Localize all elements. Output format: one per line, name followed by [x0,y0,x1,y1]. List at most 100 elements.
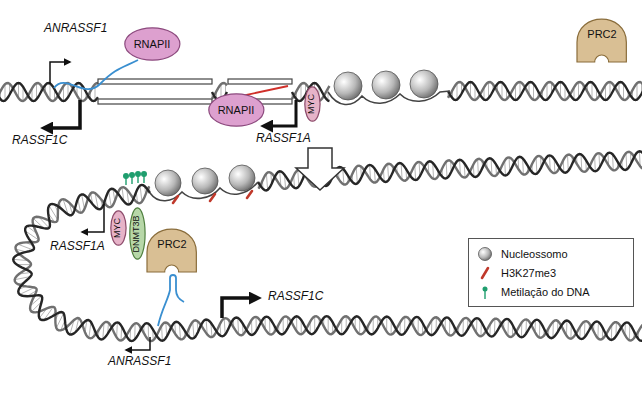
promoter-arrow [44,100,80,128]
base-pair [502,82,503,98]
oval-shape [110,211,125,245]
legend-row: Metilação do DNA [475,282,627,301]
node-label: MYC [113,218,123,238]
node-outline [576,17,627,63]
protein-oval: RNAPII [124,27,181,61]
nucleosome [229,165,255,191]
base-pair [457,83,458,99]
oval-shape [208,94,263,126]
base-pair [328,317,329,333]
dna-strand [13,185,642,341]
protein-complex: PRC2 [576,17,627,63]
legend-swatch [475,265,495,281]
promoter-arrow [264,100,296,126]
gene-label: RASSF1C [268,290,323,303]
base-pair [50,83,51,99]
dna-strand [228,79,292,84]
base-pair [597,322,599,338]
base-pair [5,84,6,100]
lncrna-strand [54,60,138,89]
legend-box: NucleossomoH3K27me3Metilação do DNA [468,238,634,307]
protein-oval: RNAPII [208,93,265,127]
base-pair [592,82,593,98]
base-pair [301,84,302,100]
protein-oval: MYC [110,210,127,246]
h3k27me3-mark [247,191,252,198]
node-label: DNMT3B [132,215,142,252]
helix-segment [0,83,98,101]
base-pair [298,170,299,186]
dna-strand [98,79,212,84]
node-label: PRC2 [157,238,186,250]
legend-swatch [475,246,495,262]
base-pair [536,157,538,173]
complex-shape [577,19,626,62]
node-label: MYC [307,94,317,114]
base-pair [283,318,284,334]
promoter-arrow [222,298,258,318]
complex-shape [147,229,196,272]
base-pair [109,191,112,207]
promoter-arrow [126,337,150,350]
nucleosome [192,168,218,194]
node-label: RNAPII [134,38,171,50]
legend-row: Nucleossomo [475,244,627,263]
nucleosome [410,70,438,98]
dna-strand [448,82,642,100]
base-pair [224,318,225,334]
methylation-pins [124,172,147,185]
base-pair [18,244,33,250]
base-pair [89,322,91,338]
gene-label: RASSF1A [256,132,311,145]
transition-arrow [296,148,344,190]
lncrna-hairpin [158,275,184,326]
base-pair [446,162,448,178]
base-pair [637,83,638,99]
gene-label: RASSF1A [50,240,105,253]
base-pair [507,319,508,335]
nucleosome [155,170,181,196]
legend-row: H3K27me3 [475,263,627,282]
dna-helix [0,82,642,341]
dna-strand [0,83,98,101]
base-pair [418,317,419,333]
promoter-arrow [50,62,70,84]
node-label: PRC2 [587,28,616,40]
legend-text: H3K27me3 [501,267,556,279]
dna-strand [448,82,642,100]
base-pair [49,206,58,220]
h3k27me3-mark [173,196,178,203]
node-label: RNAPII [218,104,255,116]
legend-swatch [475,284,495,300]
base-pair [193,322,194,338]
gene-label: ANRASSF1 [44,22,107,35]
h3k27me3-mark [210,194,215,201]
base-pair [356,167,357,183]
gene-label: RASSF1C [12,134,67,147]
helix-segment [448,82,642,100]
base-pair [140,185,142,201]
nucleosome [334,72,362,100]
dna-strand [0,83,98,101]
promoter-arrow [82,204,104,232]
base-pair [388,164,389,180]
legend-text: Metilação do DNA [501,286,590,298]
base-pair [266,174,267,190]
oval-shape [124,28,179,60]
base-pair [373,318,374,334]
base-pair [547,83,548,99]
helix-segment [13,185,642,341]
protein-oval: DNMT3B [129,207,146,260]
dna-strand [98,99,212,104]
node-outline [146,227,197,273]
base-pair [626,153,628,169]
nucleosome [372,71,400,99]
protein-complex: PRC2 [146,227,197,273]
oval-shape [304,87,319,121]
oval-shape [129,208,144,259]
legend-text: Nucleossomo [501,248,568,260]
gene-label: ANRASSF1 [108,355,171,368]
protein-oval: MYC [304,86,321,122]
